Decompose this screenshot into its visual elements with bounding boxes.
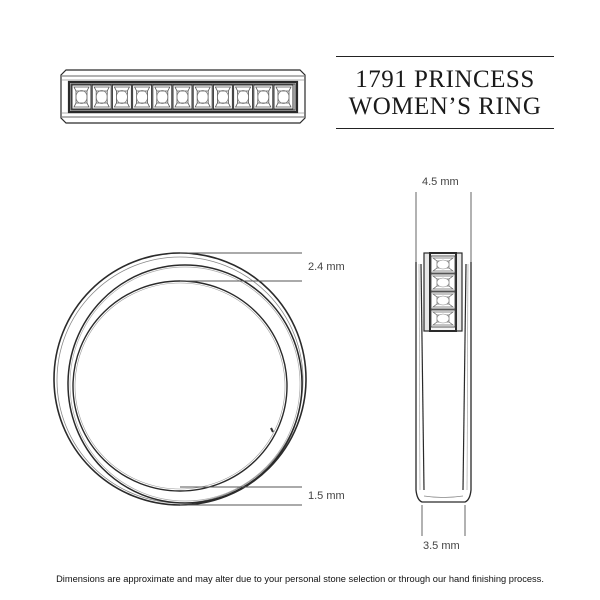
disclaimer-footnote: Dimensions are approximate and may alter… [56,574,544,584]
dimension-width-top-label: 4.5 mm [422,176,459,188]
title-top-rule [336,56,554,57]
dimension-top-height-label: 2.4 mm [308,261,345,273]
top-view-stones [71,84,294,110]
title-line-2: WOMEN’S RING [348,93,542,120]
title-bottom-rule [336,128,554,129]
front-view-dimension-lines [180,252,302,506]
dimension-width-bottom-label: 3.5 mm [423,540,460,552]
title-line-1: 1791 PRINCESS [355,66,535,93]
side-view-stones [430,255,456,328]
front-view-drawing [53,252,307,506]
dimension-bottom-height-label: 1.5 mm [308,490,345,502]
title-block: 1791 PRINCESS WOMEN’S RING [336,56,554,129]
